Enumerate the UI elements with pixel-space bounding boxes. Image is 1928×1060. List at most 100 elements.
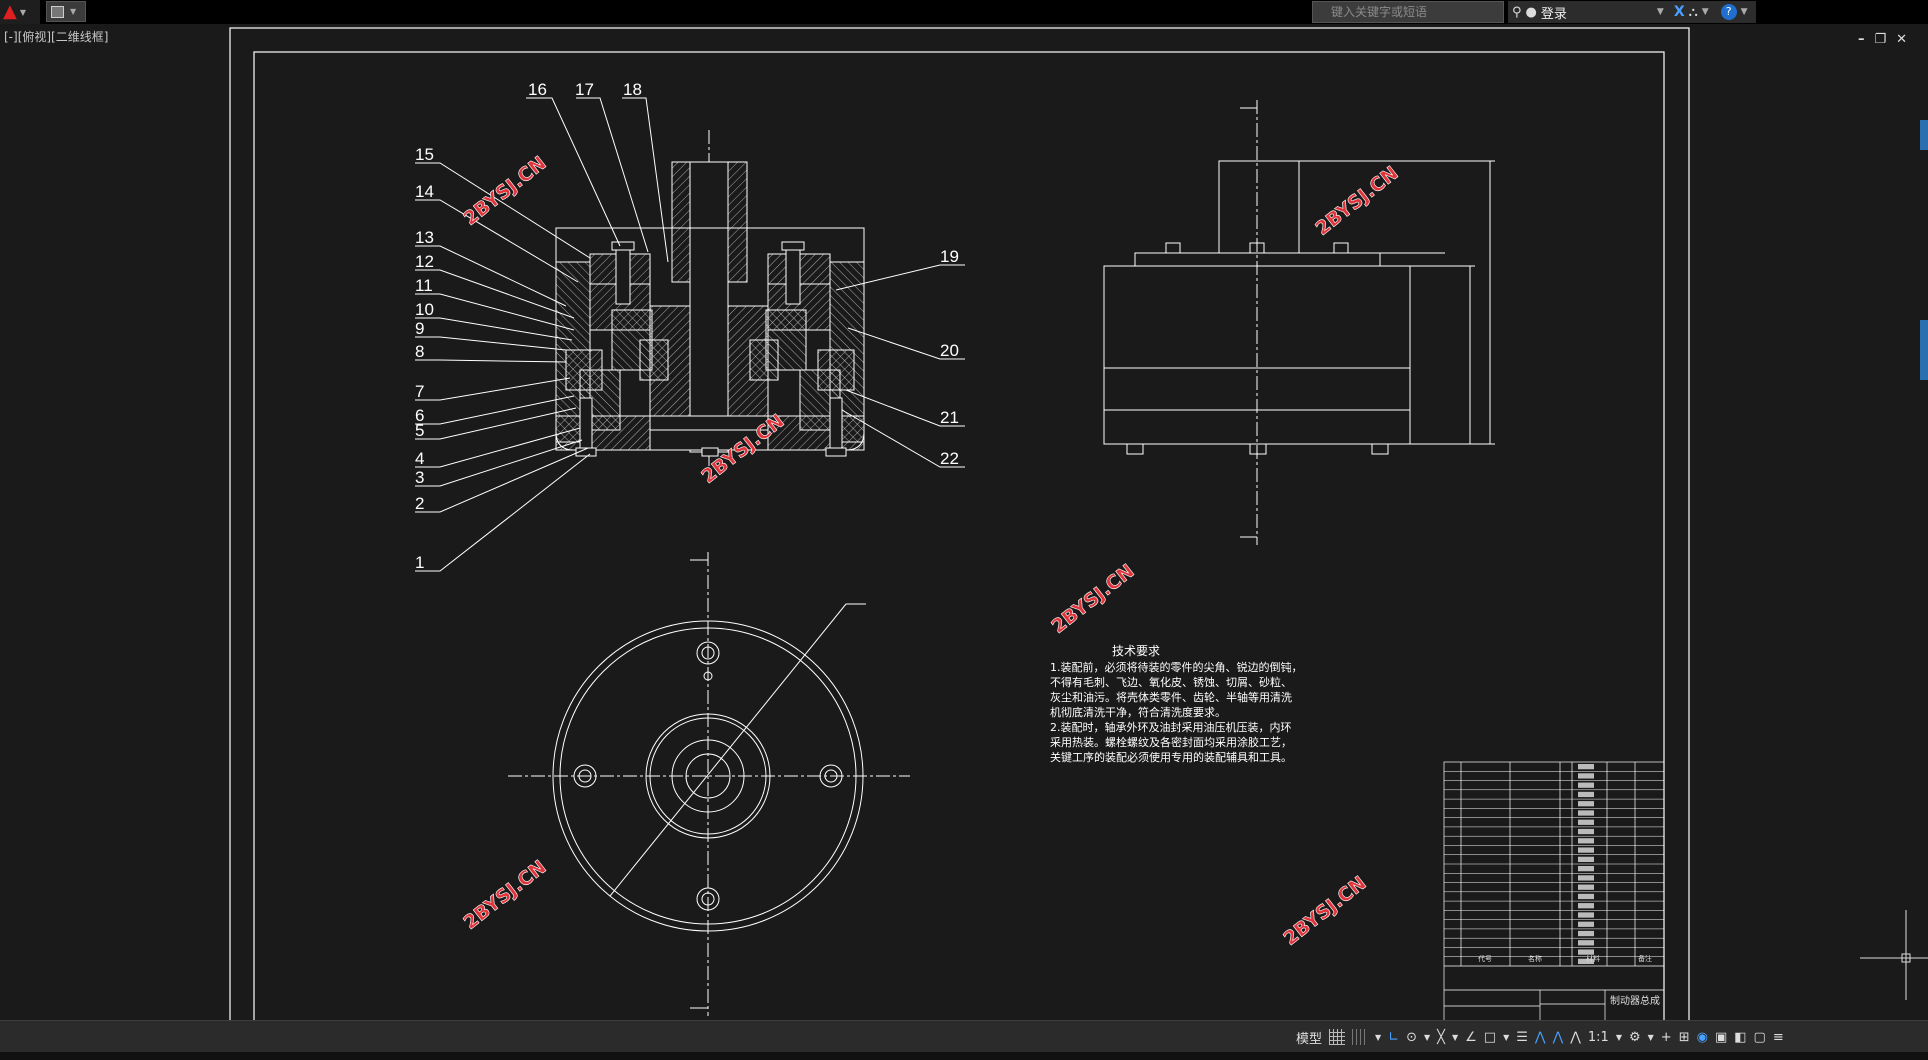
bom-material-cell-mark (1578, 838, 1594, 844)
tech-line-4: 机彻底清洗干净，符合清洗度要求。 (1050, 705, 1226, 719)
chevron-down-icon: ▼ (70, 7, 77, 16)
a360-icon[interactable]: ⛬ (1688, 4, 1698, 20)
balloon-4: 4 (415, 449, 424, 468)
part-numbers: 15 14 13 12 11 10 9 8 7 6 5 4 3 2 1 16 1… (415, 80, 959, 572)
bom-material-cell-mark (1578, 912, 1594, 918)
drawing-window-controls: – ❐ ✕ (1858, 32, 1907, 47)
bom-row-fill (1578, 764, 1594, 964)
bom-material-cell-mark (1578, 949, 1594, 955)
polar-icon[interactable]: ⊙ (1406, 1029, 1417, 1045)
annotation-scale-icon[interactable]: ⋀ (1570, 1029, 1581, 1045)
bom-material-cell-mark (1578, 782, 1594, 788)
chevron-down-icon[interactable]: ▼ (1701, 7, 1709, 17)
watermark-3: 2BYSJ.CN (1312, 162, 1403, 240)
workspace-gear-icon[interactable]: ⚙ (1628, 1029, 1641, 1045)
object-snap-tracking-icon[interactable]: ∠ (1465, 1029, 1477, 1045)
application-menu-button[interactable]: ▲ ▼ (0, 0, 40, 24)
customization-menu-icon[interactable]: ≡ (1772, 1029, 1784, 1045)
object-snap-icon[interactable]: □ (1483, 1029, 1497, 1045)
status-bar-tools: 模型 ▼ ∟ ⊙ ▼ ╳ ▼ ∠ □ ▼ ☰ ⋀ ⋀ ⋀ 1:1 ▼ ⚙ ▼ +… (1296, 1024, 1784, 1050)
balloon-17: 17 (575, 80, 594, 99)
ortho-icon[interactable]: ∟ (1388, 1029, 1400, 1045)
tech-requirements-title: 技术要求 (1112, 644, 1160, 658)
balloon-8: 8 (415, 342, 424, 361)
bom-material-cell-mark (1578, 866, 1594, 872)
technical-requirements: 技术要求 1.装配前，必须将待装的零件的尖角、锐边的倒钝， 不得有毛刺、飞边、氧… (1050, 644, 1303, 764)
tech-line-6: 采用热装。螺栓螺纹及各密封面均采用涂胶工艺， (1050, 735, 1292, 749)
graphics-performance-icon[interactable]: ▣ (1714, 1029, 1728, 1045)
chevron-down-icon[interactable]: ▼ (1451, 1032, 1459, 1042)
units-icon[interactable]: ⊞ (1678, 1029, 1690, 1045)
bom-material-cell-mark (1578, 884, 1594, 890)
chevron-down-icon[interactable]: ▼ (1656, 7, 1664, 17)
auto-scale-icon[interactable]: ⋀ (1552, 1029, 1564, 1045)
balloon-7: 7 (415, 382, 424, 401)
balloon-9: 9 (415, 319, 424, 338)
bom-material-cell-mark (1578, 875, 1594, 881)
chevron-down-icon[interactable]: ▼ (1740, 7, 1748, 17)
chevron-down-icon[interactable]: ▼ (1615, 1032, 1622, 1042)
clean-screen-icon[interactable]: ▢ (1753, 1029, 1766, 1045)
bom-material-cell-mark (1578, 819, 1594, 825)
minimize-icon[interactable]: – (1858, 32, 1865, 47)
bom-header-material: 材料 (1586, 954, 1600, 963)
chevron-down-icon[interactable]: ▼ (1503, 1032, 1510, 1042)
help-icon[interactable]: ? (1720, 4, 1737, 20)
help-search-input[interactable]: 键入关键字或短语 (1312, 1, 1504, 23)
watermark-5: 2BYSJ.CN (460, 856, 551, 934)
login-button[interactable]: 登录 (1540, 6, 1567, 22)
isolate-objects-icon[interactable]: ◧ (1734, 1029, 1747, 1045)
model-space-button[interactable]: 模型 (1296, 1031, 1323, 1047)
grid-icon[interactable] (1329, 1029, 1346, 1045)
crosshair-cursor (1860, 910, 1928, 1000)
annotation-monitor-icon[interactable]: + (1660, 1029, 1672, 1045)
chevron-down-icon[interactable]: ▼ (1423, 1032, 1431, 1042)
chevron-down-icon[interactable]: ▼ (1647, 1032, 1654, 1042)
balloon-10: 10 (415, 300, 434, 319)
sheet-outer-border (229, 27, 1690, 1024)
bom-material-cell-mark (1578, 847, 1594, 853)
chevron-down-icon: ▼ (19, 7, 26, 17)
binoculars-icon[interactable]: ⚲ (1512, 4, 1522, 20)
open-file-icon (51, 5, 64, 18)
bom-header-code: 代号 (1478, 954, 1492, 963)
quick-access-toolbar-button[interactable]: ▼ (46, 1, 86, 22)
quick-properties-icon[interactable]: ◉ (1696, 1029, 1708, 1045)
front-view (1103, 100, 1495, 545)
bom-material-cell-mark (1578, 801, 1594, 807)
isodraft-icon[interactable]: ╳ (1437, 1029, 1445, 1045)
balloon-6: 6 (415, 406, 424, 425)
watermark-6: 2BYSJ.CN (1280, 872, 1371, 950)
drawing-canvas[interactable]: 15 14 13 12 11 10 9 8 7 6 5 4 3 2 1 16 1… (0, 24, 1928, 1024)
balloon-18: 18 (623, 80, 642, 99)
balloon-21: 21 (940, 408, 959, 427)
balloon-20: 20 (940, 341, 959, 360)
balloon-1: 1 (415, 553, 424, 572)
restore-icon[interactable]: ❐ (1874, 32, 1887, 47)
top-view (508, 552, 910, 1016)
bom-headers: 代号 名称 材料 备注 (1478, 954, 1652, 963)
bom-material-cell-mark (1578, 903, 1594, 909)
balloon-12: 12 (415, 252, 434, 271)
lineweight-icon[interactable]: ☰ (1516, 1029, 1528, 1045)
bom-material-cell-mark (1578, 940, 1594, 946)
bom-material-cell-mark (1578, 893, 1594, 900)
tech-line-7: 关键工序的装配必须使用专用的装配辅具和工具。 (1050, 750, 1292, 764)
balloon-11: 11 (415, 276, 433, 295)
exchange-icon[interactable]: X (1673, 4, 1685, 20)
application-titlebar: ▲ ▼ ▼ 键入关键字或短语 ⚲ ● 登录 ▼ X ⛬ ▼ ? ▼ (0, 0, 1928, 24)
part-callouts (415, 97, 965, 572)
bom-material-cell-mark (1578, 921, 1594, 927)
bom-material-cell-mark (1578, 828, 1594, 835)
bom-material-cell-mark (1578, 764, 1594, 770)
bom-material-cell-mark (1578, 810, 1594, 816)
viewport-controls-label[interactable]: [-][俯视][二维线框] (4, 30, 109, 44)
tech-line-1: 1.装配前，必须将待装的零件的尖角、锐边的倒钝， (1050, 660, 1303, 674)
annotation-visibility-icon[interactable]: ⋀ (1534, 1029, 1546, 1045)
snap-icon[interactable] (1352, 1029, 1369, 1045)
balloon-14: 14 (415, 182, 434, 201)
annotation-scale-value[interactable]: 1:1 (1587, 1029, 1609, 1045)
close-icon[interactable]: ✕ (1896, 32, 1908, 47)
chevron-down-icon[interactable]: ▼ (1375, 1032, 1382, 1042)
autocad-logo-icon: ▲ (3, 1, 17, 22)
